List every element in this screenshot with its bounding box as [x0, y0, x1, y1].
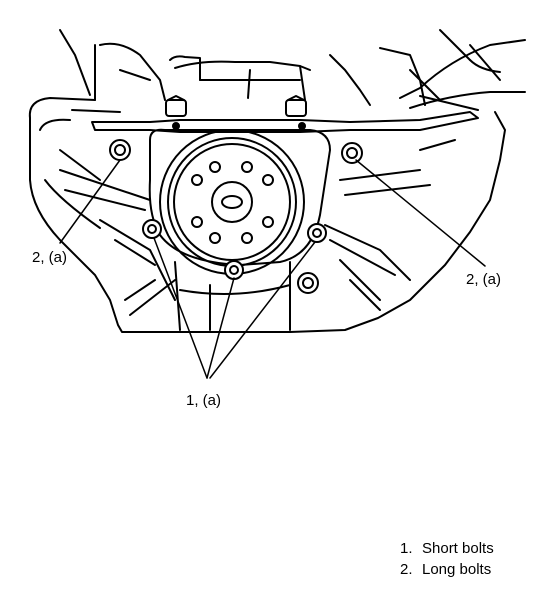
hand-with-tool	[399, 39, 526, 111]
callout-short-bolts: 1, (a)	[186, 392, 221, 409]
long-bolt-right	[341, 142, 363, 164]
top-bolt-left	[165, 99, 187, 117]
leader-left-long	[59, 159, 121, 244]
legend-label: Short bolts	[422, 540, 494, 557]
callout-right-long-bolt: 2, (a)	[466, 271, 501, 288]
callout-left-long-bolt: 2, (a)	[32, 249, 67, 266]
short-bolt-2	[224, 260, 244, 280]
engine-block-outline	[29, 111, 506, 333]
leader-short-3	[209, 241, 316, 379]
crank-hub	[211, 181, 253, 223]
long-bolt-left	[109, 139, 131, 161]
legend-item-short-bolts: 1. Short bolts	[400, 538, 494, 559]
legend-number: 2.	[400, 561, 413, 578]
leader-short-2	[206, 277, 235, 379]
leader-right-long	[355, 159, 486, 267]
leader-short-1	[153, 237, 208, 379]
top-bolt-right	[285, 99, 307, 117]
legend-number: 1.	[400, 540, 413, 557]
seal-outer-ring	[159, 129, 305, 275]
legend-item-long-bolts: 2. Long bolts	[400, 559, 494, 580]
legend-label: Long bolts	[422, 561, 492, 578]
short-bolt-1	[142, 219, 162, 239]
drain-plug	[297, 272, 319, 294]
upper-frame	[59, 29, 91, 96]
short-bolt-3	[307, 223, 327, 243]
legend: 1. Short bolts 2. Long bolts	[400, 538, 494, 580]
